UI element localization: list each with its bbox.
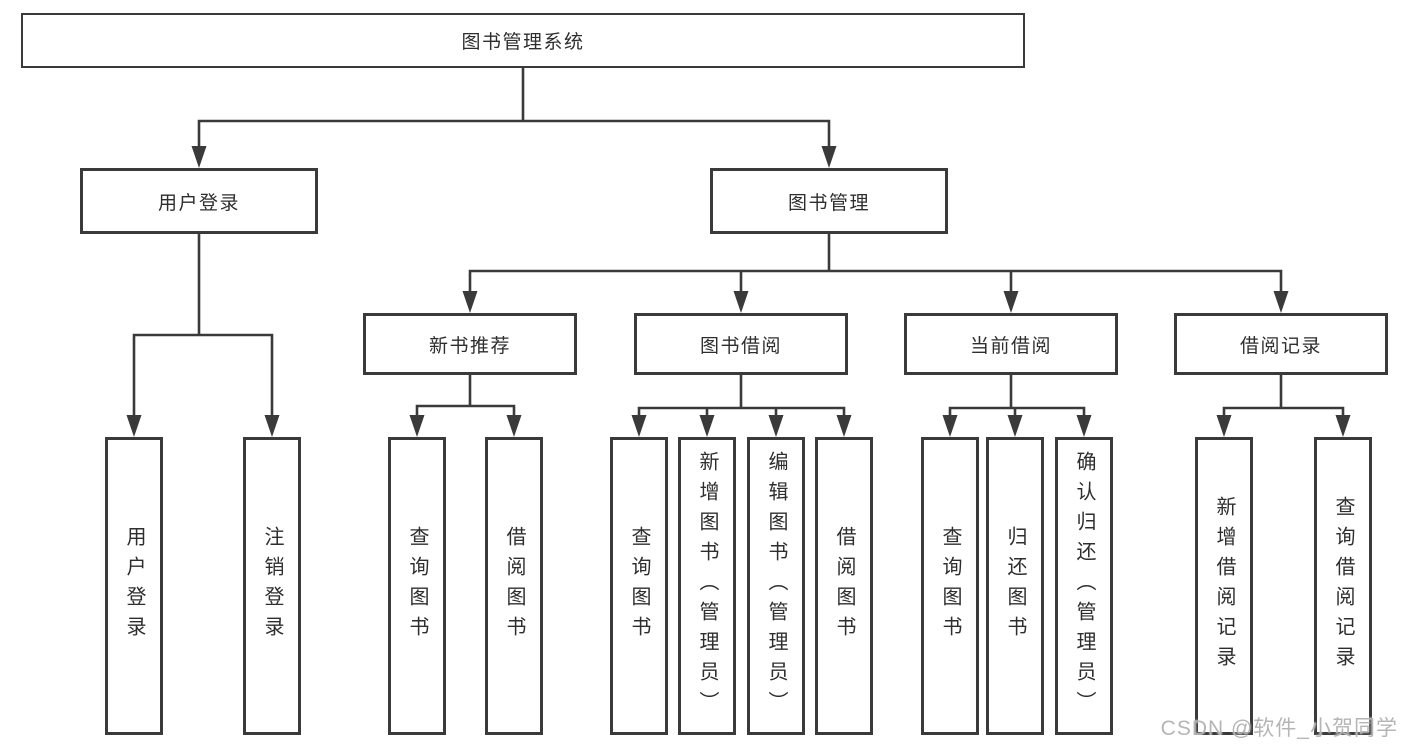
node-label: 借阅记录 <box>1239 335 1322 357</box>
node-label: 查询图书 <box>406 526 428 646</box>
node-label: 查询借阅记录 <box>1332 496 1354 676</box>
leaf-add-book-admin: 新增图书（管理员） <box>678 437 736 735</box>
connector-new-books-to-leaves <box>415 375 516 419</box>
leaf-logout: 注销登录 <box>243 437 301 735</box>
node-label: 新增图书（管理员） <box>696 451 718 721</box>
leaf-query-borrow-record: 查询借阅记录 <box>1314 437 1372 735</box>
node-library-management-system: 图书管理系统 <box>21 13 1025 68</box>
leaf-query-books-newbooks: 查询图书 <box>388 437 446 735</box>
leaf-confirm-return-admin: 确认归还（管理员） <box>1055 437 1113 735</box>
node-label: 查询图书 <box>939 526 961 646</box>
node-label: 新增借阅记录 <box>1213 496 1235 676</box>
arrowheads <box>126 146 1351 437</box>
connector-root-to-level2 <box>197 68 831 150</box>
node-label: 编辑图书（管理员） <box>765 451 787 721</box>
watermark: CSDN @软件_小贺同学 <box>1160 717 1398 740</box>
leaf-add-borrow-record: 新增借阅记录 <box>1195 437 1253 735</box>
node-label: 归还图书 <box>1004 526 1026 646</box>
node-label: 新书推荐 <box>428 335 511 357</box>
node-new-book-recommendation: 新书推荐 <box>363 313 577 375</box>
node-label: 图书借阅 <box>699 335 782 357</box>
connector-user-login-to-leaves <box>132 234 274 419</box>
node-user-login: 用户登录 <box>80 168 318 234</box>
connector-book-borrow-to-leaves <box>637 375 846 419</box>
node-label: 借阅图书 <box>503 526 525 646</box>
leaf-edit-book-admin: 编辑图书（管理员） <box>747 437 805 735</box>
node-label: 图书管理 <box>787 192 870 214</box>
node-label: 借阅图书 <box>833 526 855 646</box>
node-book-management: 图书管理 <box>710 168 948 234</box>
node-label: 图书管理系统 <box>461 32 585 53</box>
leaf-borrow-books-newbooks: 借阅图书 <box>485 437 543 735</box>
node-current-borrowing: 当前借阅 <box>904 313 1118 375</box>
node-label: 当前借阅 <box>969 335 1052 357</box>
node-label: 确认归还（管理员） <box>1073 451 1095 721</box>
leaf-borrow-books-borrowing: 借阅图书 <box>815 437 873 735</box>
node-borrowing-records: 借阅记录 <box>1174 313 1388 375</box>
node-label: 用户登录 <box>157 192 240 214</box>
leaf-return-books: 归还图书 <box>986 437 1044 735</box>
leaf-query-books-current: 查询图书 <box>921 437 979 735</box>
node-book-borrowing: 图书借阅 <box>634 313 848 375</box>
leaf-query-books-borrowing: 查询图书 <box>610 437 668 735</box>
connector-book-management-to-level3 <box>468 234 1283 294</box>
connector-borrow-records-to-leaves <box>1222 375 1345 419</box>
node-label: 查询图书 <box>628 526 650 646</box>
connector-current-borrow-to-leaves <box>948 375 1086 419</box>
node-label: 注销登录 <box>261 526 283 646</box>
leaf-user-login: 用户登录 <box>105 437 163 735</box>
node-label: 用户登录 <box>123 526 145 646</box>
